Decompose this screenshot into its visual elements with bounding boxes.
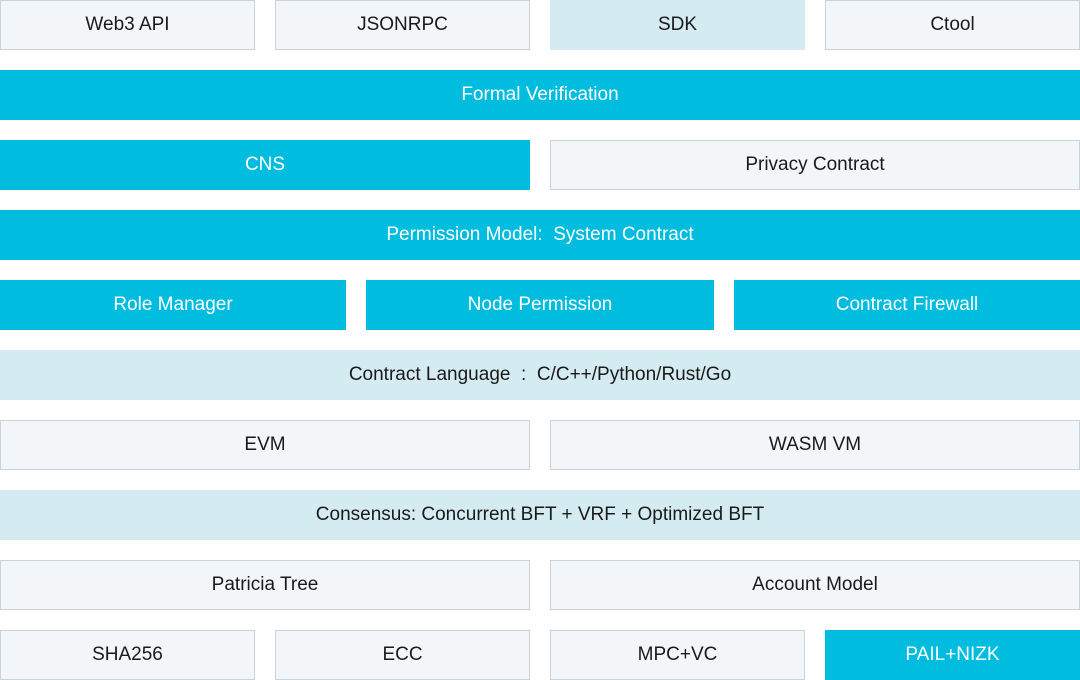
permission-model-block: Permission Model: System Contract <box>0 210 1080 260</box>
pail-nizk-block: PAIL+NIZK <box>825 630 1080 680</box>
ctool-block: Ctool <box>825 0 1080 50</box>
web3-api-block: Web3 API <box>0 0 255 50</box>
ecc-block: ECC <box>275 630 530 680</box>
formal-verification-block: Formal Verification <box>0 70 1080 120</box>
sdk-block: SDK <box>550 0 805 50</box>
jsonrpc-block: JSONRPC <box>275 0 530 50</box>
role-manager-block: Role Manager <box>0 280 346 330</box>
consensus-block: Consensus: Concurrent BFT + VRF + Optimi… <box>0 490 1080 540</box>
node-permission-block: Node Permission <box>366 280 714 330</box>
privacy-contract-block: Privacy Contract <box>550 140 1080 190</box>
mpc-vc-block: MPC+VC <box>550 630 805 680</box>
patricia-tree-block: Patricia Tree <box>0 560 530 610</box>
evm-block: EVM <box>0 420 530 470</box>
cns-block: CNS <box>0 140 530 190</box>
account-model-block: Account Model <box>550 560 1080 610</box>
wasm-vm-block: WASM VM <box>550 420 1080 470</box>
contract-firewall-block: Contract Firewall <box>734 280 1080 330</box>
contract-language-block: Contract Language : C/C++/Python/Rust/Go <box>0 350 1080 400</box>
sha256-block: SHA256 <box>0 630 255 680</box>
